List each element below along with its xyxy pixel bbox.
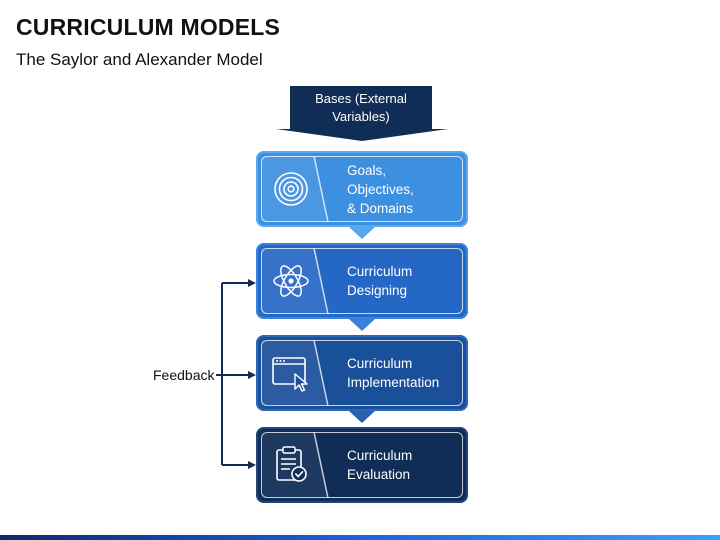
page-subtitle: The Saylor and Alexander Model (16, 50, 263, 69)
step-divider (261, 431, 329, 499)
bases-arrow (276, 129, 448, 141)
step-divider (261, 339, 329, 407)
bases-box: Bases (External Variables) (290, 86, 432, 130)
step-label: Goals, Objectives, & Domains (347, 162, 414, 216)
step-designing: Curriculum Designing (256, 243, 468, 319)
down-arrow (349, 411, 375, 423)
feedback-label: Feedback (153, 367, 215, 383)
step-evaluation: Curriculum Evaluation (256, 427, 468, 503)
step-inner-border (261, 156, 463, 222)
step-divider (261, 247, 329, 315)
step-inner-border (261, 340, 463, 406)
down-arrow (349, 319, 375, 331)
step-label: Curriculum Evaluation (347, 448, 413, 482)
clipboard-check-icon (276, 446, 307, 482)
bottom-accent-bar (0, 535, 720, 540)
step-inner-border (261, 432, 463, 498)
step-implementation: Curriculum Implementation (256, 335, 468, 411)
target-icon (274, 172, 308, 206)
atom-icon (273, 265, 309, 297)
down-arrow (349, 227, 375, 239)
step-inner-border (261, 248, 463, 314)
browser-cursor-icon (272, 357, 308, 392)
bases-label: Bases (External Variables) (315, 91, 407, 124)
step-label: Curriculum Implementation (347, 356, 440, 390)
step-goals: Goals, Objectives, & Domains (256, 151, 468, 227)
page-title: CURRICULUM MODELS (16, 14, 281, 40)
step-label: Curriculum Designing (347, 264, 413, 298)
